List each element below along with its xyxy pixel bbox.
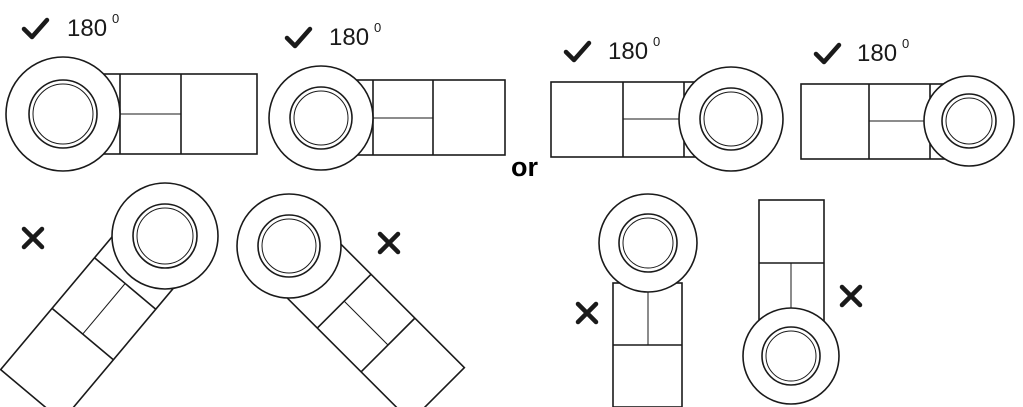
- check-mark-1: 180 0: [21, 11, 119, 42]
- cross-icon: [21, 226, 45, 250]
- cross-icon: [839, 284, 863, 308]
- angle-unit: 0: [902, 36, 909, 51]
- check-icon: [563, 40, 592, 63]
- angle-label: 180: [67, 15, 107, 42]
- check-mark-4: 180 0: [813, 36, 909, 67]
- correct-orientation-2: [268, 65, 506, 171]
- incorrect-orientation-3: [598, 193, 698, 407]
- angle-unit: 0: [653, 34, 660, 49]
- correct-orientation-3: [550, 66, 784, 172]
- or-separator: or: [511, 152, 538, 182]
- check-mark-3: 180 0: [563, 34, 660, 65]
- cross-mark-1: [21, 226, 45, 250]
- angle-label: 180: [857, 40, 897, 67]
- incorrect-orientation-1: [0, 182, 219, 407]
- check-icon: [21, 17, 50, 40]
- cross-icon: [377, 231, 401, 255]
- angle-label: 180: [608, 38, 648, 65]
- cross-mark-4: [839, 284, 863, 308]
- angle-label: 180: [329, 24, 369, 51]
- incorrect-orientation-4: [742, 199, 840, 405]
- correct-orientation-4: [800, 75, 1015, 167]
- angle-unit: 0: [112, 11, 119, 26]
- incorrect-orientation-2: [236, 193, 466, 407]
- check-mark-2: 180 0: [284, 20, 381, 51]
- correct-orientation-1: [5, 56, 258, 172]
- angle-unit: 0: [374, 20, 381, 35]
- cross-icon: [575, 301, 599, 325]
- check-icon: [284, 26, 313, 49]
- check-icon: [813, 42, 842, 65]
- cross-mark-3: [575, 301, 599, 325]
- cross-mark-2: [377, 231, 401, 255]
